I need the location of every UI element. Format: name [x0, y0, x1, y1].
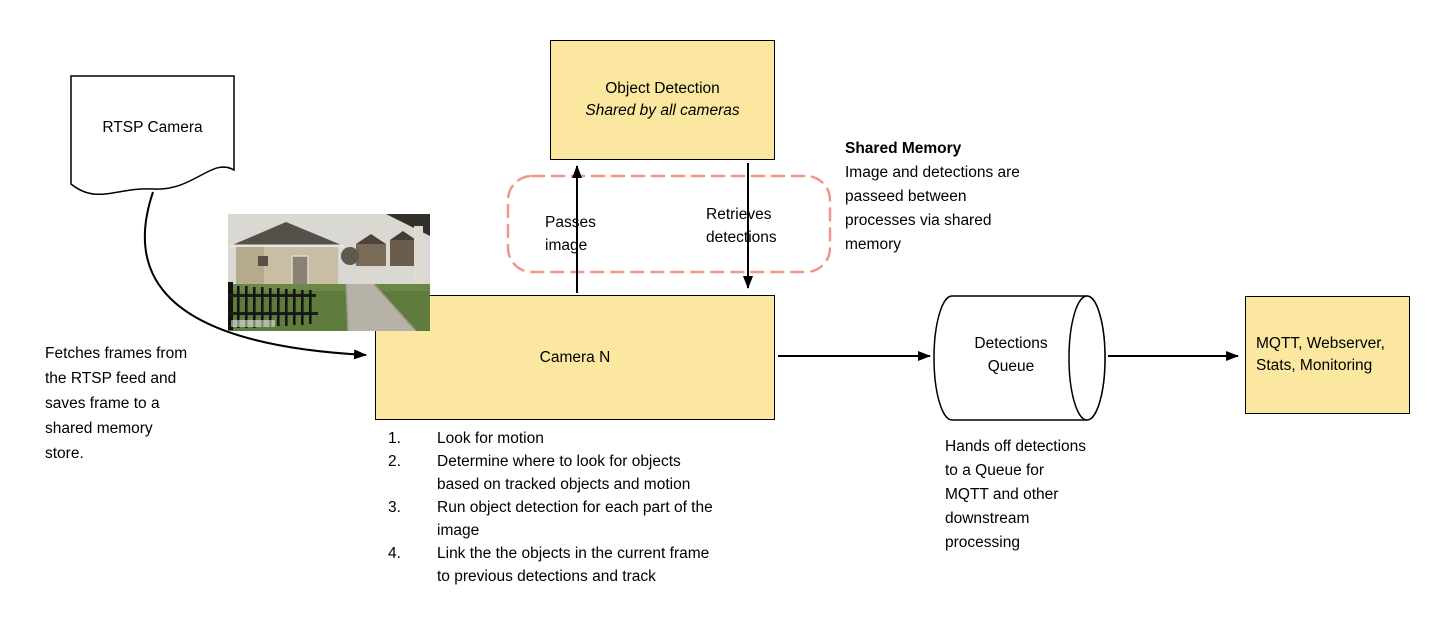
step-number: 1.: [388, 430, 401, 447]
shared-memory-title: Shared Memory: [845, 140, 962, 157]
detections-queue-label: Detections Queue: [974, 335, 1048, 375]
queue-handoff-note: Hands off detections to a Queue for MQTT…: [945, 438, 1087, 551]
camera-n-node: Camera N: [375, 295, 775, 420]
shared-memory-note: Shared Memory Image and detections are p…: [845, 136, 1060, 257]
fetch-note: Fetches frames from the RTSP feed and sa…: [45, 345, 188, 462]
detections-queue-cap: [1068, 295, 1106, 421]
step-number: 2.: [388, 453, 401, 470]
camera-step: 3. Run object detection for each part of…: [388, 496, 782, 542]
step-text: Determine where to look for objects base…: [437, 453, 691, 493]
camera-snapshot-image: [228, 214, 430, 331]
camera-step: 1. Look for motion: [388, 427, 782, 450]
retrieves-detections-label: Retrieves detections: [706, 206, 777, 246]
rtsp-document-shape: [70, 75, 235, 196]
arrow-rtsp-to-camera: [143, 191, 367, 360]
step-number: 4.: [388, 545, 401, 562]
mqtt-webserver-node: MQTT, Webserver, Stats, Monitoring: [1245, 296, 1410, 414]
passes-image-label: Passes image: [545, 214, 596, 254]
shared-memory-region: [506, 174, 832, 274]
camera-step: 2. Determine where to look for objects b…: [388, 450, 782, 496]
camera-step: 4. Link the the objects in the current f…: [388, 542, 782, 588]
step-text: Run object detection for each part of th…: [437, 499, 713, 539]
object-detection-subtitle: Shared by all cameras: [585, 102, 740, 119]
step-text: Link the the objects in the current fram…: [437, 545, 710, 585]
camera-snapshot-scene: [228, 214, 430, 331]
step-number: 3.: [388, 499, 401, 516]
camera-n-label: Camera N: [539, 348, 611, 366]
shared-memory-body: Image and detections are passeed between…: [845, 164, 1020, 253]
object-detection-node: Object Detection Shared by all cameras: [550, 40, 775, 160]
rtsp-camera-label: RTSP Camera: [102, 119, 203, 136]
camera-steps-list: 1. Look for motion 2. Determine where to…: [388, 427, 782, 588]
object-detection-title: Object Detection: [605, 80, 720, 97]
step-text: Look for motion: [437, 430, 544, 447]
